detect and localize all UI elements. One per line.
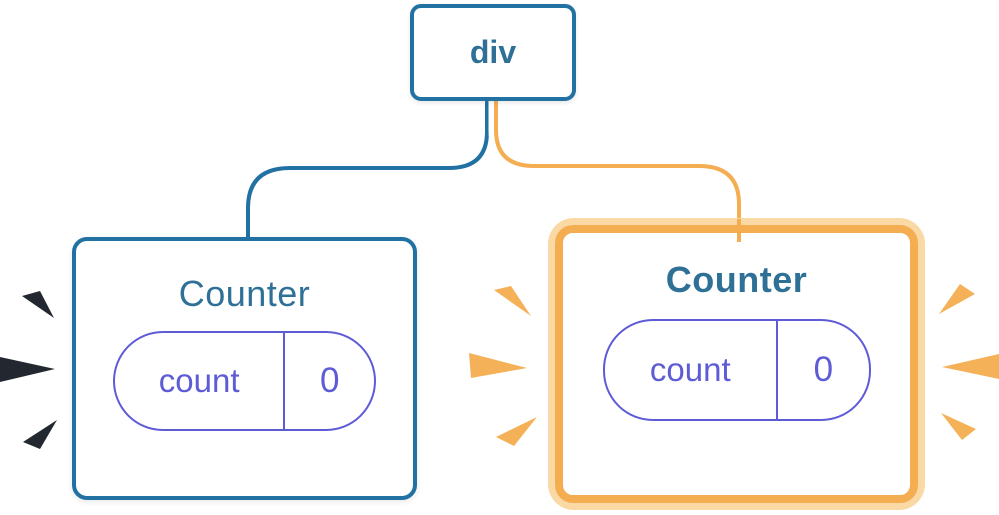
sparkle-orange-icon [469, 353, 527, 378]
counter-component-right-highlight: Counter count 0 [548, 218, 925, 510]
state-key: count [649, 351, 731, 388]
root-node-div: div [410, 4, 576, 101]
state-key-cell: count [115, 333, 286, 429]
edge-highlight-casing [488, 100, 747, 221]
state-key-cell: count [605, 321, 779, 419]
sparkle-orange-icon [494, 286, 531, 316]
root-node-label: div [469, 34, 517, 70]
state-value-cell: 0 [778, 321, 868, 419]
counter-title: Counter [665, 259, 808, 300]
state-key: count [158, 362, 240, 399]
counter-title: Counter [178, 273, 311, 314]
sparkle-dark-icon [0, 357, 55, 382]
edge-div-to-right-counter [494, 100, 741, 226]
counter-component-left: Counter count 0 [72, 237, 417, 500]
state-pill: count 0 [113, 331, 376, 431]
state-value: 0 [319, 361, 340, 400]
sparkle-dark-icon [22, 291, 54, 318]
counter-component-right: Counter count 0 [555, 225, 918, 503]
sparkle-orange-icon [496, 417, 537, 446]
state-pill: count 0 [602, 319, 871, 421]
state-value: 0 [813, 350, 834, 389]
sparkle-orange-icon [939, 284, 975, 314]
sparkle-orange-icon [941, 413, 976, 440]
sparkle-orange-icon [942, 354, 999, 379]
edge-div-to-left-counter [246, 100, 489, 239]
sparkle-dark-icon [23, 420, 57, 449]
state-value-cell: 0 [285, 333, 374, 429]
